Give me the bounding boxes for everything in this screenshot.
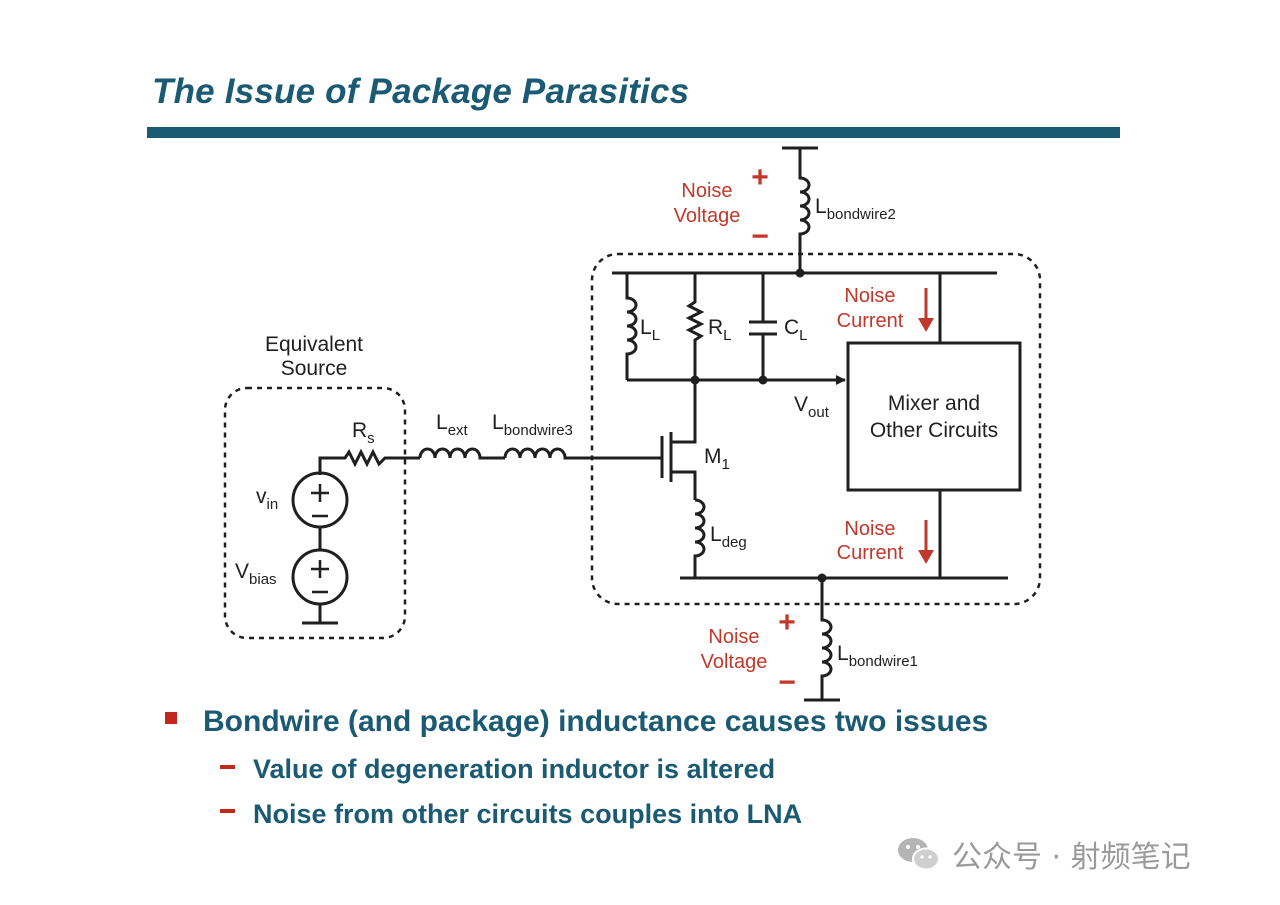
lbondwire1-label: Lbondwire1 — [837, 642, 918, 670]
noise-current-top-line1: Noise — [844, 285, 895, 307]
vin-label: vin — [256, 485, 278, 513]
lbondwire1-inductor — [804, 578, 840, 702]
lext-label: Lext — [436, 411, 469, 439]
noise-voltage-top-line2: Voltage — [674, 205, 741, 227]
noise-voltage-bottom-plus: + — [778, 606, 796, 639]
m1-label: M1 — [704, 445, 730, 473]
noise-voltage-top-plus: + — [751, 161, 769, 194]
wechat-logo-icon — [898, 838, 940, 871]
lbondwire2-inductor — [782, 146, 818, 273]
vbias-label: Vbias — [235, 560, 277, 588]
bullet-square-marker — [165, 712, 177, 724]
lext-inductor — [418, 447, 505, 460]
ground-symbol — [302, 604, 338, 625]
sub-bullet-2: Noise from other circuits couples into L… — [253, 799, 803, 829]
mixer-label-line1: Mixer and — [888, 392, 980, 415]
noise-voltage-bottom-line2: Voltage — [701, 651, 768, 673]
title-rule — [147, 127, 1120, 138]
sub-bullet-1: Value of degeneration inductor is altere… — [253, 754, 776, 784]
node-dots — [690, 268, 827, 583]
equivalent-source-label-line2: Source — [281, 357, 348, 380]
ldeg-label: Ldeg — [710, 523, 747, 551]
noise-voltage-bottom-line1: Noise — [708, 626, 759, 648]
chip-boundary-box — [590, 252, 1042, 606]
noise-voltage-bottom-minus: − — [778, 666, 796, 699]
equivalent-source-label-line1: Equivalent — [265, 333, 363, 356]
cl-capacitor — [749, 273, 777, 380]
slide-title: The Issue of Package Parasitics — [152, 72, 690, 111]
sub-bullet-dash — [220, 765, 235, 769]
noise-current-bottom-line2: Current — [837, 542, 904, 564]
bullet-main: Bondwire (and package) inductance causes… — [203, 705, 989, 738]
equivalent-source-box — [223, 386, 407, 640]
mixer-box — [846, 341, 1022, 492]
cl-label: CL — [784, 316, 808, 344]
rl-label: RL — [708, 316, 732, 344]
watermark: 公众号 · 射频笔记 — [896, 832, 1191, 876]
ldeg-inductor — [693, 498, 706, 578]
sub-bullet-dash — [220, 809, 235, 813]
ll-label: LL — [640, 316, 660, 344]
lbondwire3-label: Lbondwire3 — [492, 411, 573, 439]
ll-inductor — [625, 273, 638, 380]
noise-current-top-line2: Current — [837, 310, 904, 332]
rs-label: Rs — [352, 419, 375, 447]
watermark-text: 公众号 · 射频笔记 — [952, 840, 1191, 875]
noise-current-bottom-line1: Noise — [844, 518, 895, 540]
rl-resistor — [685, 273, 705, 380]
lbondwire2-label: Lbondwire2 — [815, 195, 896, 223]
rs-resistor — [318, 448, 420, 475]
noise-voltage-top-line1: Noise — [681, 180, 732, 202]
vout-label: Vout — [794, 393, 830, 421]
noise-voltage-top-minus: − — [751, 220, 769, 253]
lbondwire3-inductor — [503, 447, 662, 460]
mixer-label-line2: Other Circuits — [870, 419, 998, 442]
